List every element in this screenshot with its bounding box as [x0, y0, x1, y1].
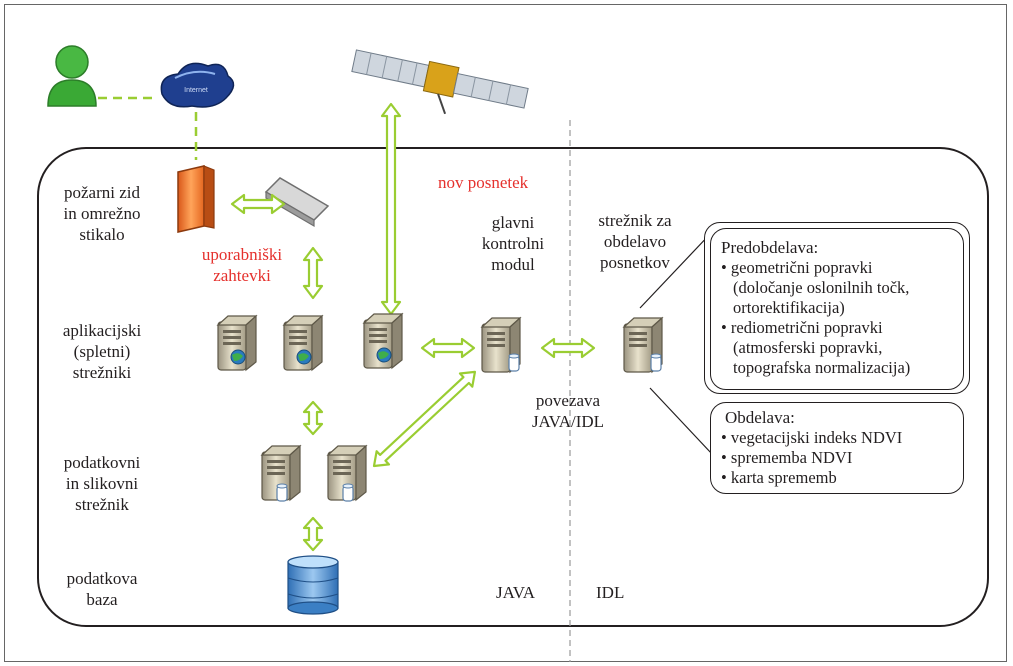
processing-server-line: obdelavo	[603, 232, 667, 251]
satellite-appserver-arrow	[380, 102, 402, 316]
processing-server-line: strežnik za	[598, 211, 672, 230]
dataserver-database-arrow	[302, 516, 324, 552]
preprocessing-item: geometrični popravki (določanje osloniln…	[721, 258, 957, 318]
preprocessing-item-text: geometrični popravki	[730, 258, 873, 277]
processing-box: Obdelava: vegetacijski indeks NDVI sprem…	[710, 402, 964, 494]
processing-item: karta sprememb	[721, 468, 957, 488]
app-server-2-icon	[283, 315, 323, 371]
user-requests-line: uporabniški	[201, 245, 283, 264]
callout-line-top	[639, 231, 713, 309]
connection-label: povezava JAVA/IDL	[518, 390, 618, 432]
preprocessing-item-text: (atmosferski popravki,	[733, 338, 883, 357]
app-servers-line: strežniki	[72, 363, 132, 382]
preprocessing-box: Predobdelava: geometrični popravki (dolo…	[710, 228, 964, 390]
firewall-switch-arrow	[230, 193, 286, 215]
control-module-line: modul	[491, 255, 535, 274]
app-servers-line: (spletni)	[73, 342, 131, 361]
control-module-label: glavni kontrolni modul	[458, 212, 568, 275]
connection-line: JAVA/IDL	[531, 412, 605, 431]
data-server-line: in slikovni	[65, 474, 139, 493]
appserver-control-arrow	[420, 337, 476, 359]
app-servers-label: aplikacijski (spletni) strežniki	[52, 320, 152, 383]
firewall-label: požarni zid in omrežno stikalo	[52, 182, 152, 245]
internet-cloud-icon: Internet	[160, 62, 235, 108]
data-server-label: podatkovni in slikovni strežnik	[52, 452, 152, 515]
database-icon	[287, 555, 339, 615]
app-servers-line: aplikacijski	[62, 321, 142, 340]
data-server-line: podatkovni	[63, 453, 141, 472]
app-server-1-icon	[217, 315, 257, 371]
callout-line-bottom	[649, 387, 713, 455]
processing-item: vegetacijski indeks NDVI	[721, 428, 957, 448]
java-label: JAVA	[496, 583, 536, 602]
cloud-label: Internet	[184, 87, 208, 94]
appserver-dataserver-arrow	[302, 400, 324, 436]
preprocessing-title: Predobdelava:	[721, 238, 819, 257]
dataserver-control-arrow	[372, 370, 477, 468]
data-server-2-icon	[327, 445, 367, 502]
processing-server-line: posnetkov	[600, 253, 670, 272]
connection-line: povezava	[535, 391, 601, 410]
processing-list: vegetacijski indeks NDVI sprememba NDVI …	[721, 428, 957, 488]
preprocessing-item-text: rediometrični popravki	[730, 318, 883, 337]
user-requests-label: uporabniški zahtevki	[182, 244, 302, 286]
control-module-line: glavni	[491, 213, 535, 232]
new-image-label: nov posnetek	[438, 173, 529, 192]
control-processing-arrow	[540, 337, 596, 359]
system-boundary	[37, 147, 989, 627]
firewall-icon	[177, 165, 215, 233]
database-line: podatkova	[66, 569, 138, 588]
app-server-3-icon	[363, 313, 403, 369]
data-server-line: strežnik	[75, 495, 129, 514]
figure-frame	[4, 4, 1007, 662]
processing-server-label: strežnik za obdelavo posnetkov	[582, 210, 688, 273]
firewall-label-line: in omrežno	[63, 204, 141, 223]
control-module-line: kontrolni	[481, 234, 545, 253]
processing-title: Obdelava:	[725, 408, 795, 427]
satellite-icon	[351, 49, 529, 115]
user-requests-line: zahtevki	[213, 266, 271, 285]
user-icon	[47, 45, 97, 107]
database-label: podatkova baza	[52, 568, 152, 610]
processing-server-icon	[623, 317, 663, 373]
firewall-label-line: požarni zid	[64, 183, 140, 202]
processing-item: sprememba NDVI	[721, 448, 957, 468]
firewall-label-line: stikalo	[79, 225, 125, 244]
preprocessing-item-text: topografska normalizacija)	[733, 358, 911, 377]
preprocessing-item: rediometrični popravki (atmosferski popr…	[721, 318, 957, 378]
preprocessing-list: geometrični popravki (določanje osloniln…	[721, 258, 957, 378]
switch-appserver-arrow	[302, 246, 324, 300]
preprocessing-item-text: (določanje oslonilnih točk,	[733, 278, 910, 297]
control-module-server-icon	[481, 317, 521, 373]
idl-label: IDL	[596, 583, 625, 602]
preprocessing-item-text: ortorektifikacija)	[733, 298, 845, 317]
data-server-1-icon	[261, 445, 301, 502]
database-line: baza	[86, 590, 118, 609]
